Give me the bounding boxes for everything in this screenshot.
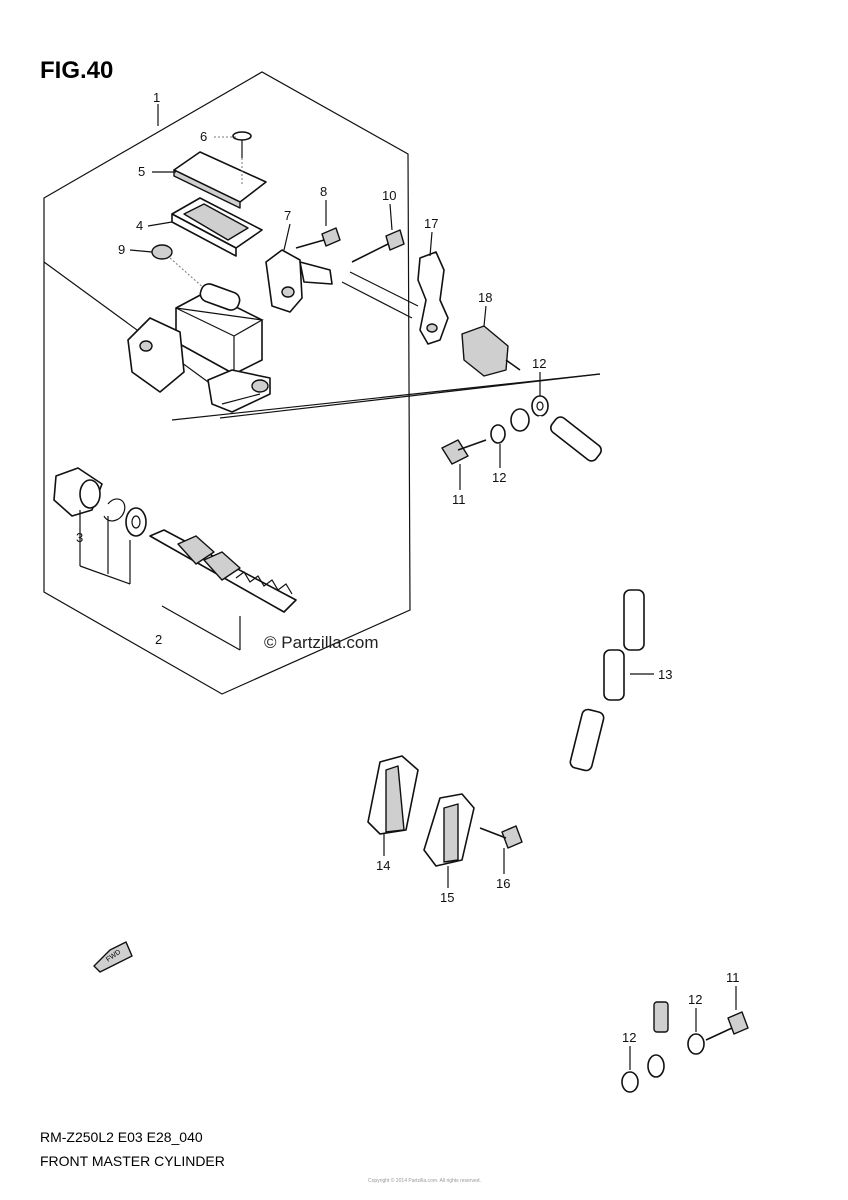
leader-line [79,565,131,585]
callout-13: 13 [658,667,672,682]
lever-hole [426,323,438,333]
callout-17: 17 [424,216,438,231]
bolt-head [321,227,341,247]
banjo-bolt-shank [457,439,487,451]
lower-banjo-bolt-shank [705,1027,733,1041]
brake-lever [417,251,449,345]
body-top-edge [175,307,264,337]
pivot-boss [251,379,269,393]
callout-14: 14 [376,858,390,873]
leader-line [349,271,419,307]
callout-16: 16 [496,876,510,891]
switch-plunger [505,359,521,371]
fwd-arrow-icon [93,941,133,973]
sealing-washer [621,1071,639,1093]
leader-line [483,305,487,327]
callout-10: 10 [382,188,396,203]
clamp-half [127,317,185,393]
banjo-bolt-head [441,439,469,465]
diaphragm-inner [183,203,249,241]
callout-9: 9 [118,242,125,257]
lever-pivot [207,369,271,413]
hose-sleeve [550,416,602,462]
boot-opening [79,479,101,509]
bolt-10-shank [351,243,389,263]
figure-title: FIG.40 [40,57,113,84]
brake-hose-inner [536,416,667,1044]
callout-12-upper-right: 12 [532,356,546,371]
assembly-outline [43,71,411,695]
sealing-washer [490,424,506,444]
callout-3: 3 [76,530,83,545]
clamp-hole [139,340,153,352]
figure-caption: FRONT MASTER CYLINDER [40,1153,225,1169]
watermark: © Partzilla.com [264,633,379,652]
leader-line [129,249,153,253]
callout-4: 4 [136,218,143,233]
sealing-washer [531,395,549,417]
hose-guide-shade [385,765,405,833]
diaphragm-edge [171,213,237,257]
washer [125,507,147,537]
bolt-10-head [385,229,405,251]
washer-hole [536,401,544,411]
leader-line [147,221,173,227]
callout-2: 2 [155,632,162,647]
hose-sleeve [569,708,605,772]
leader-line [219,373,601,419]
washer-hole [131,515,141,529]
sealing-washer [687,1033,705,1055]
circlip [103,498,126,522]
sight-glass-axis [169,257,207,291]
callout-11-upper: 11 [452,492,466,507]
banjo-fitting [510,408,530,432]
callout-15: 15 [440,890,454,905]
brake-switch [461,325,509,377]
clamp-bolt-shank [479,827,507,839]
callout-5: 5 [138,164,145,179]
callout-12-lower-right: 12 [688,992,702,1007]
hose-sleeve [623,589,645,651]
cylinder-fitting [199,283,241,311]
callout-12-upper-left: 12 [492,470,506,485]
sight-glass [151,244,173,260]
screw-head [232,131,252,141]
copyright-footer: Copyright © 2014 Partzilla.com. All righ… [368,1177,481,1184]
hose-sleeve [603,649,625,701]
callout-18: 18 [478,290,492,305]
pivot-rod [221,393,261,405]
model-code: RM-Z250L2 E03 E28_040 [40,1129,203,1145]
callout-11-lower: 11 [726,970,740,985]
piston-seal [203,551,241,581]
callout-6: 6 [200,129,207,144]
clamp-bracket-arm [299,261,333,285]
callout-8: 8 [320,184,327,199]
clamp-bracket [265,249,303,313]
lower-banjo-bolt-head [727,1011,749,1035]
leader-line [161,605,241,651]
clamp-bolt-head [501,825,523,849]
lower-hose-fitting [653,1001,669,1033]
lower-banjo-fitting [647,1054,665,1078]
callout-1: 1 [153,90,160,105]
callout-7: 7 [284,208,291,223]
hose-clamp-shade [443,803,459,863]
leader-line [429,231,433,257]
leader-line [341,281,413,319]
clamp-bracket-hole [281,286,295,298]
leader-line [283,223,291,251]
reservoir-cap-edge [173,169,241,209]
bolt-shank [295,239,325,249]
leader-line [389,203,393,231]
callout-12-lower-left: 12 [622,1030,636,1045]
return-spring [235,571,293,595]
piston-cup [177,535,215,565]
